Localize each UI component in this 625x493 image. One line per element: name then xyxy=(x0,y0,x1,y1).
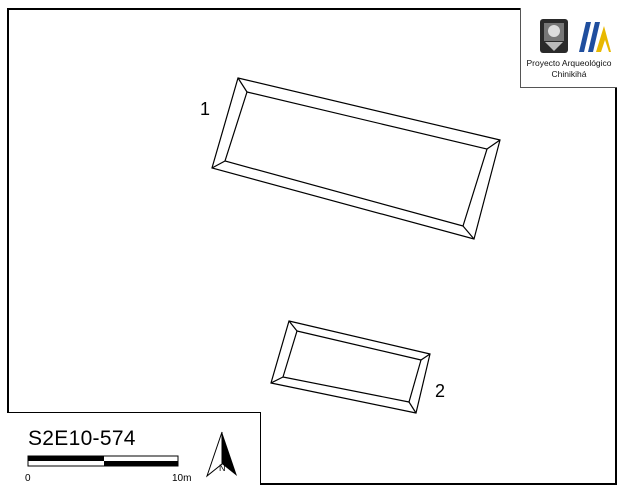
site-code-label: S2E10-574 xyxy=(28,427,136,450)
logo-project-title: Proyecto Arqueológico xyxy=(526,58,612,68)
project-logo-box: Proyecto Arqueológico Chinikihá xyxy=(520,8,617,88)
iia-logo-icon xyxy=(579,22,611,52)
structure-2-label: 2 xyxy=(435,381,446,401)
structure-1-label: 1 xyxy=(200,99,211,119)
logo-site-name: Chinikihá xyxy=(551,69,587,79)
scale-start-label: 0 xyxy=(25,473,31,484)
map-frame xyxy=(7,8,617,485)
north-arrow-icon xyxy=(205,431,237,478)
university-seal-icon xyxy=(540,19,568,53)
structure-2 xyxy=(270,320,431,414)
structure-1 xyxy=(211,77,501,240)
scale-end-label: 10m xyxy=(172,473,192,484)
north-label: N xyxy=(219,463,226,473)
